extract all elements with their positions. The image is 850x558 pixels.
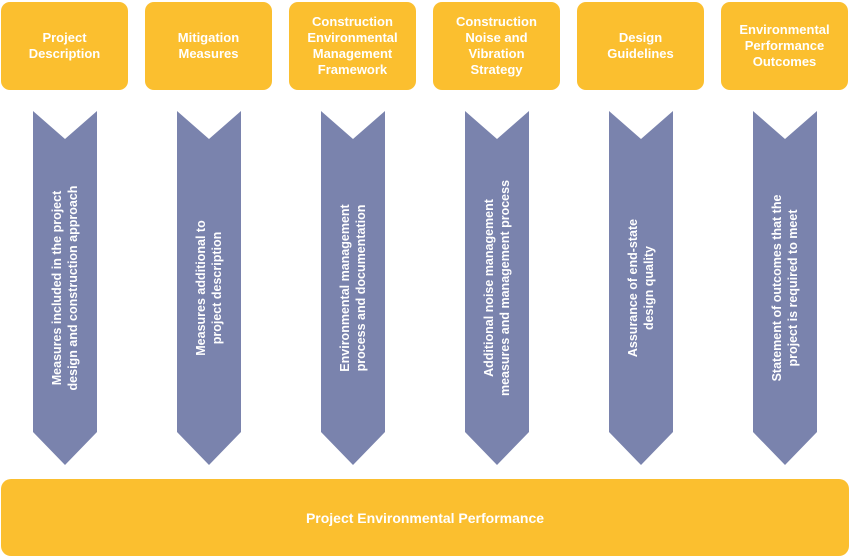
arrow-noise-vibration: Additional noise management measures and…	[465, 111, 529, 465]
header-performance-outcomes: Environmental Performance Outcomes	[721, 2, 848, 90]
footer-project-environmental-performance: Project Environmental Performance	[1, 479, 849, 556]
arrow-mitigation-measures: Measures additional to project descripti…	[177, 111, 241, 465]
arrow-project-description: Measures included in the project design …	[33, 111, 97, 465]
header-project-description: Project Description	[1, 2, 128, 90]
arrow-label: Environmental management process and doc…	[338, 204, 368, 372]
arrow-label: Additional noise management measures and…	[482, 179, 512, 397]
arrow-label: Assurance of end-state design quality	[626, 218, 656, 358]
arrow-label: Measures included in the project design …	[50, 185, 80, 391]
arrow-construction-emf: Environmental management process and doc…	[321, 111, 385, 465]
arrow-performance-outcomes: Statement of outcomes that the project i…	[753, 111, 817, 465]
header-mitigation-measures: Mitigation Measures	[145, 2, 272, 90]
arrow-design-guidelines: Assurance of end-state design quality	[609, 111, 673, 465]
footer-label: Project Environmental Performance	[305, 509, 545, 526]
header-design-guidelines: Design Guidelines	[577, 2, 704, 90]
arrow-label: Measures additional to project descripti…	[194, 220, 224, 356]
header-noise-vibration: Construction Noise and Vibration Strateg…	[433, 2, 560, 90]
arrow-label: Statement of outcomes that the project i…	[770, 194, 800, 382]
header-construction-emf: Construction Environmental Management Fr…	[289, 2, 416, 90]
